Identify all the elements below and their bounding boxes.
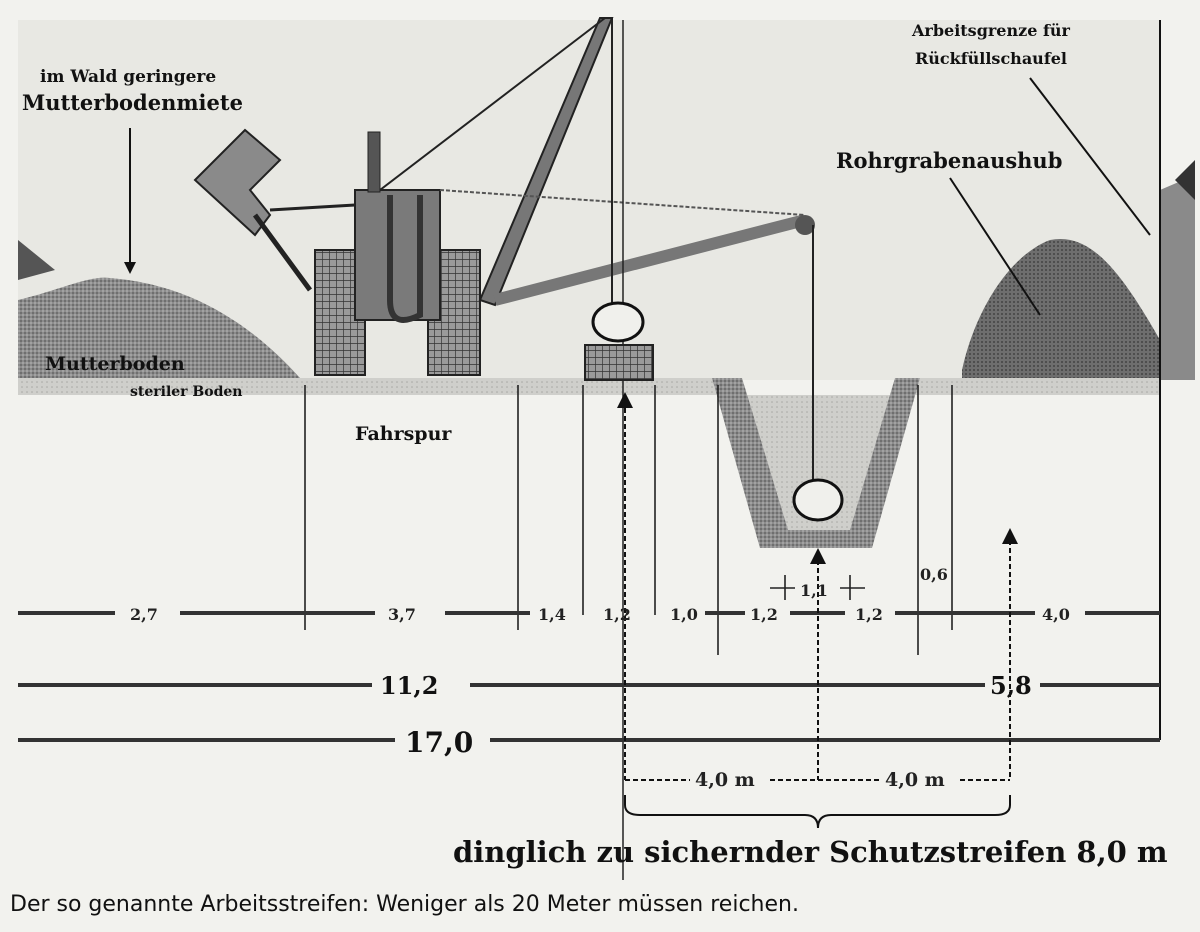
dim-3-7: 3,7 [388,605,416,624]
caption: Der so genannte Arbeitsstreifen: Weniger… [10,892,799,917]
strip-brace [624,795,1011,829]
dim-11-2: 11,2 [380,671,438,700]
sterile-soil-band [18,378,1160,548]
dimension-lines [18,611,1160,742]
dim-5-8: 5,8 [990,671,1032,700]
pipelayer-machine [193,17,815,895]
dim-total: 17,0 [405,726,473,759]
lane-label: Fahrspur [355,423,452,445]
work-limit-line1: Arbeitsgrenze für [911,21,1070,40]
strip-arrows [624,400,1011,781]
boom-cable [379,17,606,191]
dim-1-2c: 1,2 [855,605,883,624]
pipe-skid [584,344,654,381]
work-limit-arrow [1029,77,1151,236]
trench-spoil-label: Rohrgrabenaushub [836,148,1062,173]
forest-note-line2: Mutterbodenmiete [22,90,243,115]
dim-1-2a: 1,2 [603,605,631,624]
trench-spoil-pile [962,238,1160,378]
work-limit-line2: Rückfüllschaufel [915,49,1067,68]
topsoil-label: Mutterboden [45,353,185,375]
dim-1-2b: 1,2 [750,605,778,624]
pipe-trench [712,378,920,548]
forest-note-arrowhead [124,262,136,274]
protection-strip-label: dinglich zu sichernder Schutzstreifen 8,… [453,835,1168,869]
cab [354,189,441,321]
boom-pulley [795,215,815,235]
dim-2-7: 2,7 [130,605,158,624]
dimension-ticks [304,385,953,655]
work-strip-diagram: im Wald geringere Mutterbodenmiete Mutte… [18,17,1195,895]
pipe-on-skid [591,301,645,343]
dim-depth: 0,6 [920,565,948,584]
pipe-in-trench [792,478,844,522]
dim-1-1: 1,1 [800,581,828,600]
dim-1-0: 1,0 [670,605,698,624]
arrowheads [617,392,1018,564]
side-boom [493,214,807,306]
half-left-label: 4,0 m [695,769,755,791]
dim-4-0: 4,0 [1042,605,1070,624]
dim-1-4: 1,4 [538,605,566,624]
counterweight-strut [252,213,313,292]
topsoil-pile [18,277,300,378]
forest-note-line1: im Wald geringere [40,67,216,87]
tree-left [18,240,55,280]
sterile-soil-label: steriler Boden [130,384,242,400]
tree-right [1160,175,1195,380]
half-right-label: 4,0 m [885,769,945,791]
tree-right-tip [1175,160,1195,200]
counterweight-arm [193,128,282,237]
engine-block [387,195,423,323]
exhaust-stack [367,131,381,193]
spoil-arrow [949,177,1041,316]
counterweight-link [269,203,356,212]
